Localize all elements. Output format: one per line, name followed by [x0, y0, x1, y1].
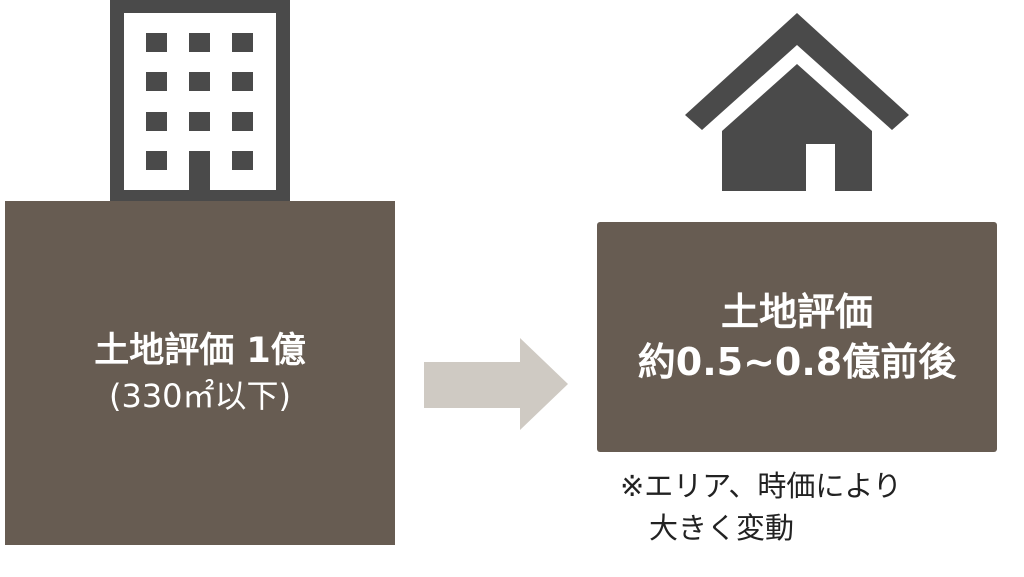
right-value: 約0.5~0.8億前後 — [637, 340, 957, 384]
footnote-line-1: ※エリア、時価により — [620, 469, 902, 503]
new-land-value-box: 土地評価 約0.5~0.8億前後 — [597, 222, 997, 452]
footnote: ※エリア、時価により 大きく変動 — [620, 465, 902, 549]
house-icon — [685, 13, 909, 191]
right-title: 土地評価 — [720, 290, 873, 334]
footnote-line-2: 大きく変動 — [620, 511, 795, 545]
building-icon — [110, 0, 290, 203]
arrow-right-icon — [424, 338, 568, 430]
left-subtitle: (330㎡以下) — [108, 377, 292, 415]
left-title: 土地評価 1億 — [94, 331, 306, 371]
current-land-value-box: 土地評価 1億 (330㎡以下) — [5, 201, 395, 545]
